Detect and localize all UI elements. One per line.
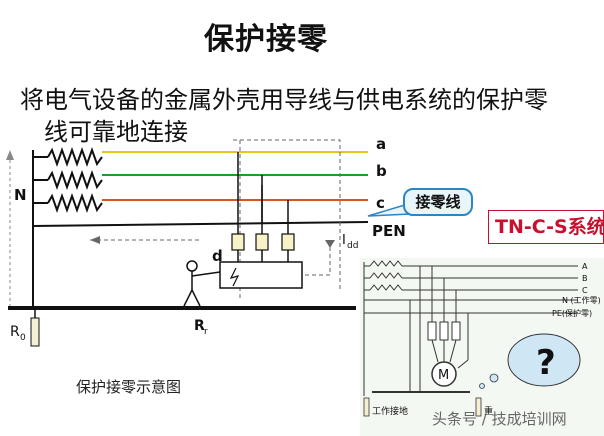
description-line-1: 将电气设备的金属外壳用导线与供电系统的保护零 bbox=[20, 86, 548, 114]
tncs-ground2-label: 重 bbox=[484, 405, 493, 417]
ground-line bbox=[8, 306, 356, 310]
label-neutral: N bbox=[14, 186, 27, 204]
question-bubble bbox=[507, 333, 581, 387]
fuse-a bbox=[231, 233, 245, 251]
fuse-output-leads bbox=[237, 250, 289, 262]
pen-callout: 接零线 bbox=[403, 188, 473, 216]
r0-electrode bbox=[30, 317, 40, 347]
tncs-ground-label: 工作接地 bbox=[372, 405, 408, 417]
watermark: 头条号 / 技成培训网 bbox=[432, 410, 567, 428]
label-pen: PEN bbox=[372, 222, 406, 240]
current-arrow-left bbox=[90, 236, 100, 244]
tncs-line-a: A bbox=[582, 262, 588, 271]
label-idd-sub: dd bbox=[347, 241, 358, 251]
pen-line bbox=[32, 221, 369, 227]
person-figure bbox=[183, 260, 221, 307]
equipment-connections bbox=[237, 152, 289, 234]
fault-spark-icon bbox=[229, 267, 240, 287]
tncs-pe-line: PE(保护零) bbox=[552, 308, 592, 318]
label-idd: I bbox=[342, 233, 346, 248]
label-rr-sub: r bbox=[204, 327, 208, 337]
question-mark: ? bbox=[536, 343, 556, 383]
current-arrow-up bbox=[6, 150, 14, 160]
motor-label: M bbox=[438, 368, 449, 383]
tncs-line-b: B bbox=[582, 274, 588, 283]
label-fault-point: d bbox=[212, 247, 223, 265]
label-r0: R bbox=[10, 324, 20, 340]
diagram-caption: 保护接零示意图 bbox=[76, 378, 182, 396]
page-title: 保护接零 bbox=[204, 22, 328, 57]
label-phase-c: c bbox=[376, 194, 385, 212]
label-phase-a: a bbox=[376, 135, 386, 153]
transformer-windings bbox=[33, 147, 103, 213]
description-line-2: 线可靠地连接 bbox=[44, 118, 188, 146]
fuse-c bbox=[281, 233, 295, 251]
tncs-n-line: N (工作零) bbox=[562, 295, 601, 305]
label-phase-b: b bbox=[376, 162, 387, 180]
current-arrow-down bbox=[325, 240, 335, 248]
motor-icon bbox=[431, 361, 457, 387]
fuse-b bbox=[255, 233, 269, 251]
tncs-line-c: C bbox=[582, 286, 588, 295]
label-rr: R bbox=[194, 318, 205, 334]
tncs-mini-diagram: M A B C N (工作零) PE(保护零) ? 工作接地 重 bbox=[360, 258, 604, 436]
label-r0-sub: 0 bbox=[20, 333, 26, 343]
tncs-system-title: TN-C-S系统 bbox=[488, 210, 604, 244]
